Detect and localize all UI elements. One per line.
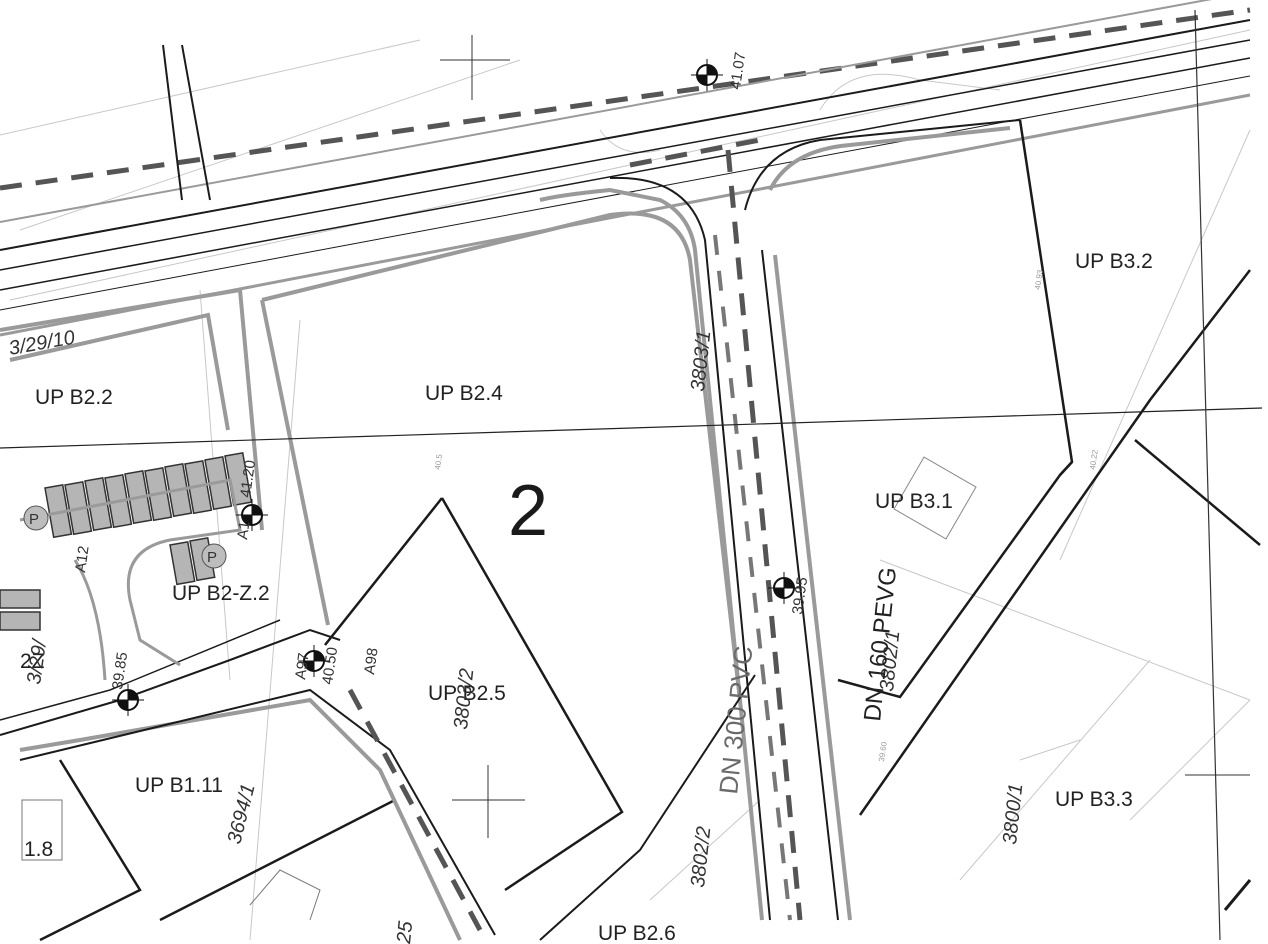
parking-icon: [201, 543, 227, 569]
survey-point-id: A12: [72, 545, 93, 574]
minor-labels: 40.93 40.22 39.60 40.5: [433, 269, 1100, 763]
zone-label-up-b2-2: UP B2.2: [35, 386, 113, 409]
zone-label-up-b2-z2: UP B2-Z.2: [172, 582, 270, 605]
parking-icon: [23, 505, 49, 531]
parcel-number: 3800/1: [999, 782, 1027, 845]
benchmark-icon: [691, 59, 723, 91]
parcel-up-b2-2: [0, 287, 264, 531]
parcel-up-b2-4: [260, 211, 742, 701]
parking-area: [0, 452, 253, 681]
survey-point-elevation: 39.95: [789, 576, 811, 616]
sheet-border: [1194, 9, 1221, 941]
survey-point-id: A1: [234, 520, 253, 541]
parcel-number: 3694/1: [224, 782, 260, 847]
zone-label-up-b3-1: UP B3.1: [875, 490, 953, 513]
survey-point-id: A98: [361, 647, 382, 676]
parcel-number: 3802/2: [687, 825, 715, 888]
parcel-number: 25: [393, 919, 417, 944]
svg-text:40.22: 40.22: [1088, 449, 1100, 471]
parcel-up-b2-5: [324, 497, 624, 892]
svg-text:40.5: 40.5: [433, 453, 444, 470]
survey-point-id: A97: [292, 652, 313, 681]
zone-label-up-b3-3: UP B3.3: [1055, 788, 1133, 811]
svg-text:40.93: 40.93: [1033, 269, 1045, 291]
benchmark-icon: [768, 572, 800, 604]
zone-label-up-b1-11: UP B1.11: [135, 774, 223, 797]
section-line: [0, 407, 1263, 449]
benchmark-icon: [112, 684, 144, 716]
parcel-number: 3803/2: [450, 667, 478, 730]
survey-point-elevation: 39.85: [109, 651, 131, 691]
parcel-up-b3-1: [837, 461, 1073, 699]
benchmark-icon: [298, 645, 330, 677]
cross-street: [539, 119, 1021, 921]
zone-label-2z: 2Z: [20, 650, 45, 673]
parcel-number: 3803/1: [687, 329, 715, 392]
survey-point-elevation: 41.07: [727, 51, 749, 91]
parking-icon-label: P: [207, 549, 217, 566]
benchmark-icon: [236, 499, 268, 531]
parcel-up-b3-2: [1018, 119, 1074, 476]
block-number: 2: [508, 471, 548, 551]
grid-crosshairs: [440, 35, 1250, 838]
parcel-lower-left: [0, 619, 496, 942]
zone-label-up-b3-2: UP B3.2: [1075, 250, 1153, 273]
road-vertical-left: [162, 44, 211, 201]
main-road: [0, 0, 1251, 337]
building-outlines: [21, 456, 977, 921]
zone-label-up-b2-4: UP B2.4: [425, 382, 503, 405]
zone-label-1-8: 1.8: [24, 838, 53, 861]
zone-label-up-b2-6: UP B2.6: [598, 922, 676, 944]
survey-benchmarks: [112, 59, 800, 716]
parking-icon-label: P: [29, 511, 39, 528]
parcel-number: 3/29/: [23, 636, 51, 686]
survey-point-elevation: 40.50: [319, 646, 341, 686]
zone-label-up-b2-5: UP B2.5: [428, 682, 506, 705]
svg-text:39.60: 39.60: [877, 741, 889, 763]
parcel-right-diag: [539, 269, 1261, 941]
survey-point-elevation: 41.20: [237, 459, 259, 499]
